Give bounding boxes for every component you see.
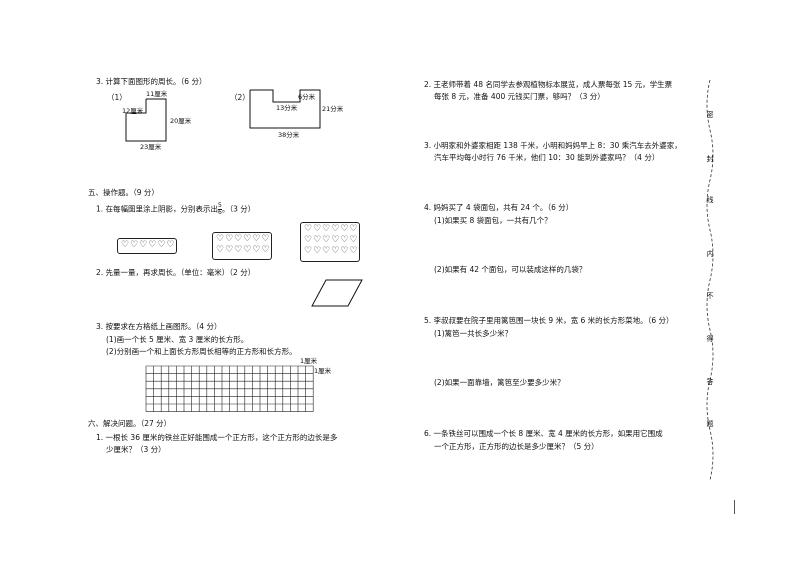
figure-2-right-label: 21分米 bbox=[322, 105, 344, 113]
section-5-q3-sub2: (2)分别画一个和上面长方形周长相等的正方形和长方形。 bbox=[106, 347, 297, 356]
question-5-sub2: (2)如果一面靠墙，篱笆至少要多少米？ bbox=[434, 378, 565, 387]
heart-icon: ♡ bbox=[261, 234, 270, 244]
question-3-line2: 汽车平均每小时行 76 千米，他们 10：30 能到外婆家吗？（4 分） bbox=[434, 153, 660, 162]
heart-icon: ♡ bbox=[252, 245, 261, 255]
heart-icon: ♡ bbox=[234, 234, 243, 244]
question-4-line1: 4. 妈妈买了 4 袋面包，共有 24 个。（6 分） bbox=[424, 203, 574, 212]
heart-icon: ♡ bbox=[225, 234, 234, 244]
section-6-q1-line2: 少厘米？（3 分） bbox=[106, 445, 166, 454]
parallelogram-shape bbox=[311, 279, 363, 307]
binding-margin-char: 题 bbox=[706, 420, 714, 428]
heart-icon: ♡ bbox=[349, 235, 358, 245]
heart-icon: ♡ bbox=[313, 246, 322, 256]
binding-margin-char: 线 bbox=[706, 196, 714, 204]
question-6-line1: 6. 一条铁丝可以围成一个长 8 厘米、宽 4 厘米的长方形，如果用它围成 bbox=[424, 429, 663, 438]
heart-row: ♡♡♡♡♡♡ bbox=[304, 247, 357, 256]
heart-icon: ♡ bbox=[148, 240, 157, 250]
heart-row: ♡♡♡♡♡♡ bbox=[304, 225, 357, 234]
figure-1-bottom-label: 23厘米 bbox=[140, 143, 162, 151]
heart-icon: ♡ bbox=[313, 235, 322, 245]
heart-icon: ♡ bbox=[313, 224, 322, 234]
binding-margin-char: 内 bbox=[706, 250, 714, 258]
question-3-title: 3. 计算下面图形的周长。（6 分） bbox=[96, 77, 207, 86]
heart-icon: ♡ bbox=[157, 240, 166, 250]
section-5-heading: 五、操作题。（9 分） bbox=[88, 188, 159, 197]
heart-icon: ♡ bbox=[216, 245, 225, 255]
page-edge-mark bbox=[734, 500, 735, 514]
grid-unit-label-side: 1厘米 bbox=[314, 367, 332, 375]
question-4-sub2: (2)如果有 42 个面包，可以装成这样的几袋？ bbox=[434, 265, 587, 274]
question-5-sub1: (1)篱笆一共长多少米？ bbox=[434, 329, 513, 338]
heart-box-3[interactable]: ♡♡♡♡♡♡ ♡♡♡♡♡♡ ♡♡♡♡♡♡ bbox=[300, 222, 360, 262]
heart-icon: ♡ bbox=[331, 246, 340, 256]
heart-row: ♡♡♡♡♡♡ bbox=[216, 235, 269, 244]
heart-icon: ♡ bbox=[322, 235, 331, 245]
question-3-line1: 3. 小明家和外婆家相距 138 千米，小明和妈妈早上 8：30 乘汽车去外婆家… bbox=[424, 141, 682, 150]
heart-icon: ♡ bbox=[331, 235, 340, 245]
heart-row: ♡♡♡♡♡♡ bbox=[216, 246, 269, 255]
heart-icon: ♡ bbox=[243, 234, 252, 244]
section-6-q1-line1: 1. 一根长 36 厘米的铁丝正好能围成一个正方形，这个正方形的边长是多 bbox=[96, 433, 338, 442]
heart-icon: ♡ bbox=[349, 224, 358, 234]
heart-icon: ♡ bbox=[304, 224, 313, 234]
heart-icon: ♡ bbox=[234, 245, 243, 255]
figure-2-bottom-label: 38分米 bbox=[278, 131, 300, 139]
binding-margin-char: 答 bbox=[706, 378, 714, 386]
section-6-heading: 六、解决问题。（27 分） bbox=[88, 419, 172, 428]
heart-icon: ♡ bbox=[322, 224, 331, 234]
q1-text-post: 。（3 分） bbox=[221, 204, 256, 214]
binding-margin-char: 得 bbox=[706, 335, 714, 343]
heart-icon: ♡ bbox=[121, 240, 130, 250]
heart-icon: ♡ bbox=[243, 245, 252, 255]
grid-unit-label-top: 1厘米 bbox=[300, 357, 318, 365]
heart-icon: ♡ bbox=[166, 240, 175, 250]
heart-box-2[interactable]: ♡♡♡♡♡♡ ♡♡♡♡♡♡ bbox=[212, 232, 272, 260]
grid-paper[interactable] bbox=[145, 365, 316, 416]
heart-icon: ♡ bbox=[225, 245, 234, 255]
question-2-line1: 2. 王老师带着 48 名同学去参观植物标本展览，成人票每张 15 元，学生票 bbox=[424, 80, 673, 89]
binding-margin-char: 封 bbox=[706, 155, 714, 163]
fraction-numerator: 5 bbox=[218, 202, 222, 210]
heart-row: ♡♡♡♡♡♡ bbox=[121, 241, 174, 250]
figure-2-notch-label: 6分米 bbox=[298, 93, 316, 101]
figure-1-right-label: 20厘米 bbox=[170, 117, 192, 125]
heart-row: ♡♡♡♡♡♡ bbox=[304, 236, 357, 245]
heart-box-1[interactable]: ♡♡♡♡♡♡ bbox=[117, 238, 177, 254]
heart-icon: ♡ bbox=[130, 240, 139, 250]
figure-2-inner-label: 13分米 bbox=[276, 104, 298, 112]
binding-margin-char: 不 bbox=[706, 292, 714, 300]
figure-1-left-label: 12厘米 bbox=[122, 107, 144, 115]
heart-icon: ♡ bbox=[304, 246, 313, 256]
heart-icon: ♡ bbox=[139, 240, 148, 250]
figure-2-shape bbox=[249, 89, 321, 129]
heart-icon: ♡ bbox=[340, 224, 349, 234]
section-5-question-2: 2. 先量一量，再求周长。（单位：毫米）（2 分） bbox=[96, 268, 256, 277]
heart-icon: ♡ bbox=[340, 246, 349, 256]
binding-dashed-line bbox=[706, 79, 714, 481]
question-2-line2: 每张 8 元，准备 400 元钱买门票，够吗？（3 分） bbox=[434, 92, 605, 101]
question-6-line2: 一个正方形，正方形的边长是多少厘米？（5 分） bbox=[434, 442, 599, 451]
binding-margin-char: 密 bbox=[706, 111, 714, 119]
fraction-denominator: 6 bbox=[218, 209, 222, 216]
question-5-line1: 5. 李叔叔要在院子里用篱笆围一块长 9 米，宽 6 米的长方形菜地。（6 分） bbox=[424, 316, 674, 325]
section-5-question-3: 3. 按要求在方格纸上画图形。（4 分） bbox=[96, 322, 222, 331]
heart-icon: ♡ bbox=[216, 234, 225, 244]
figure-1-label: （1） bbox=[107, 93, 127, 102]
question-4-sub1: (1)如果买 8 袋面包，一共有几个？ bbox=[434, 216, 552, 225]
heart-icon: ♡ bbox=[340, 235, 349, 245]
heart-icon: ♡ bbox=[322, 246, 331, 256]
heart-icon: ♡ bbox=[349, 246, 358, 256]
section-5-q3-sub1: (1)画一个长 5 厘米、宽 3 厘米的长方形。 bbox=[106, 335, 249, 344]
heart-icon: ♡ bbox=[304, 235, 313, 245]
figure-2-label: （2） bbox=[230, 93, 250, 102]
heart-icon: ♡ bbox=[252, 234, 261, 244]
figure-1-top-label: 11厘米 bbox=[146, 90, 168, 98]
heart-icon: ♡ bbox=[331, 224, 340, 234]
figure-1-shape bbox=[125, 98, 167, 142]
q1-text-pre: 1. 在每幅图里涂上阴影，分别表示出 bbox=[96, 204, 219, 214]
heart-icon: ♡ bbox=[261, 245, 270, 255]
